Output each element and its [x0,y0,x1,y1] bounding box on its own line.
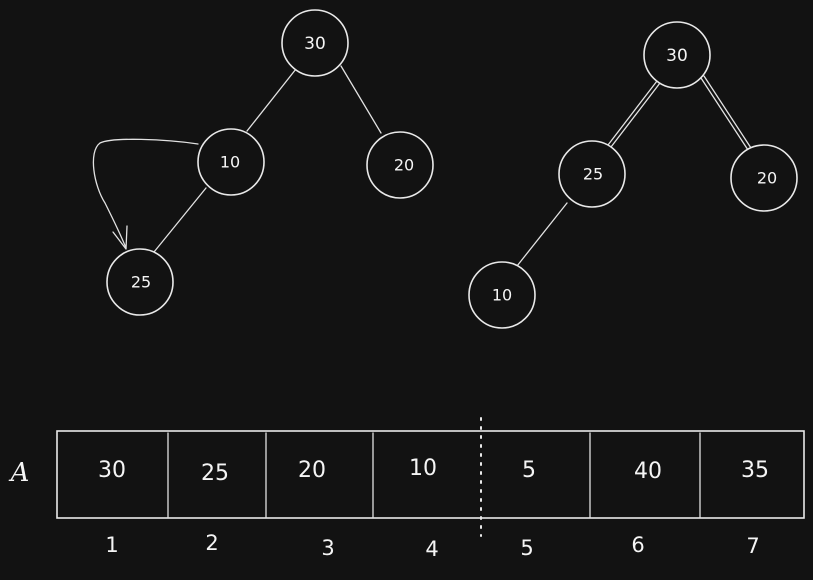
node-label: 25 [131,273,151,292]
edge-b30-b10 [246,68,297,132]
array-label: A [9,458,30,488]
tree-node: 25 [558,140,626,208]
edge-a30-a20 [700,77,749,151]
tree-node: 25 [106,248,174,316]
node-label: 20 [394,156,414,175]
node-label: 10 [220,153,240,172]
edge-a30-a25-double [610,82,661,148]
array-cell: 25 [201,461,229,486]
array-cell: 30 [98,458,126,483]
edge-a25-a10 [516,202,568,267]
node-label: 30 [304,34,326,54]
array-cell: 35 [741,458,769,483]
node-label: 20 [757,169,777,188]
array-cell: 40 [634,459,662,484]
array-cell: 20 [298,458,326,483]
array-index: 1 [105,533,118,557]
array-strip: A 30 25 20 10 5 40 35 1 2 3 4 5 6 7 [9,417,805,561]
swap-arrow [92,138,199,249]
tree-node: 30 [281,9,349,77]
array-cell: 5 [522,458,536,483]
tree-node: 10 [197,128,265,196]
swap-arrowhead [112,225,128,250]
array-frame [56,430,805,519]
node-label: 25 [583,165,603,184]
tree-after: 30 25 20 10 [468,21,798,329]
array-index: 7 [746,534,759,558]
tree-node: 20 [366,131,434,199]
edge-a30-a25 [607,80,658,146]
tree-node: 30 [643,21,711,89]
array-cell: 10 [409,456,437,481]
tree-before: 30 10 20 25 [92,9,434,316]
node-label: 10 [492,286,512,305]
array-index: 6 [631,533,644,557]
tree-node: 10 [468,261,536,329]
edge-a30-a20-double [703,75,752,149]
edge-b30-b20 [340,65,382,134]
array-index: 4 [425,537,438,561]
array-index: 3 [321,536,334,560]
tree-node: 20 [730,144,798,212]
array-index: 5 [520,536,533,560]
edge-b10-b25 [153,187,207,253]
array-index: 2 [205,531,218,555]
node-label: 30 [666,46,688,66]
